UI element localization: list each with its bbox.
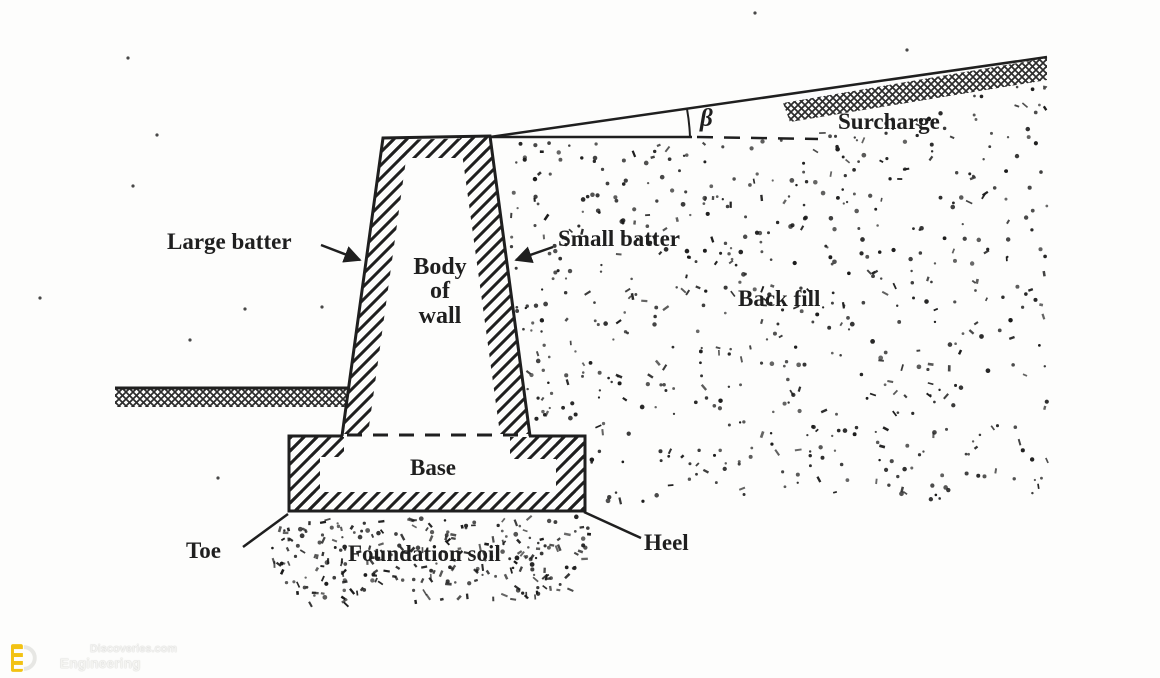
heel-leader <box>583 510 642 540</box>
large-batter-leader <box>320 243 362 263</box>
label-body-line2: of <box>430 278 451 304</box>
base-hatch-bottom <box>291 492 584 510</box>
wall-hatch-back <box>460 136 530 434</box>
label-body-line3: wall <box>419 303 462 329</box>
base-hatch-top-right <box>510 437 584 459</box>
label-body-line1: Body <box>413 254 466 280</box>
label-small-batter: Small batter <box>558 226 680 251</box>
label-back-fill: Back fill <box>738 286 820 311</box>
label-surcharge: Surcharge <box>838 109 940 134</box>
base-hatch-top-left <box>290 437 344 457</box>
label-heel: Heel <box>644 530 689 555</box>
label-base: Base <box>410 455 456 480</box>
label-toe: Toe <box>186 538 221 563</box>
backfill-stipple <box>509 85 1049 505</box>
foundation-soil-stipple <box>271 514 592 608</box>
wall-hatch-front <box>342 138 409 434</box>
surcharge-slope-hatch <box>783 58 1047 122</box>
small-batter-leader <box>514 245 554 264</box>
label-large-batter: Large batter <box>167 229 292 254</box>
horizontal-dashed-line <box>696 135 819 141</box>
toe-leader <box>242 512 289 549</box>
label-beta: β <box>699 105 713 132</box>
beta-angle-arc <box>686 108 691 138</box>
ground-hatch-left <box>115 388 348 407</box>
stray-speckles <box>38 11 909 480</box>
wall-hatch-top <box>386 138 487 158</box>
label-foundation-soil: Foundation soil <box>348 541 501 566</box>
slope-line <box>489 55 1048 139</box>
